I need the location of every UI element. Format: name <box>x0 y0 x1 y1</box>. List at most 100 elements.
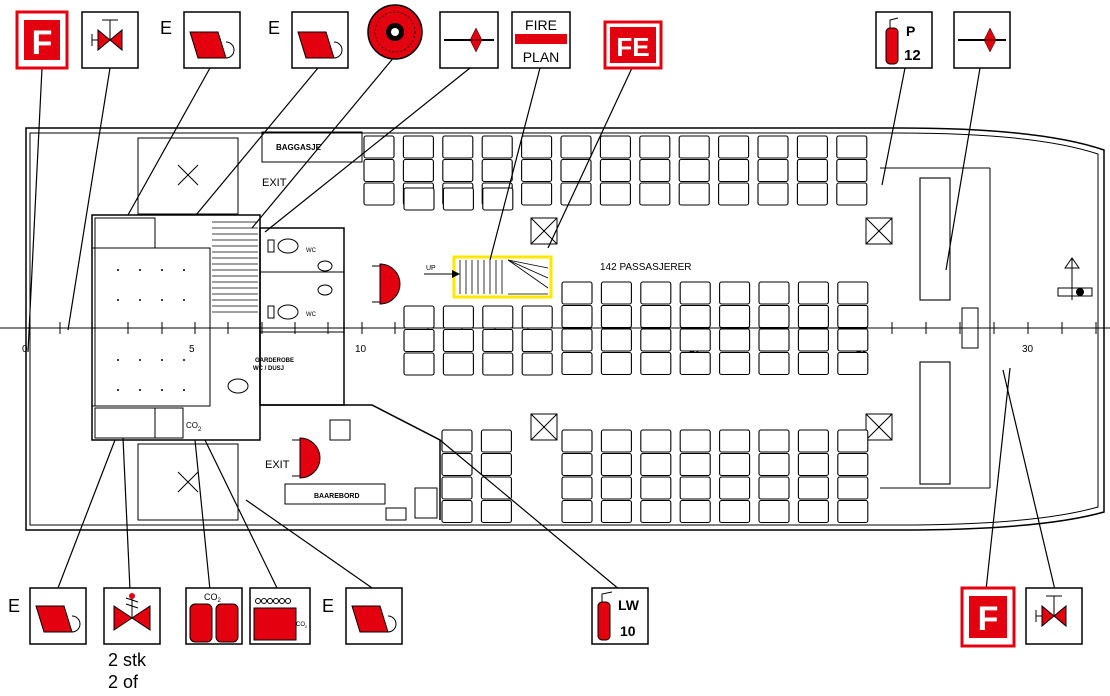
passenger-seat <box>796 135 828 159</box>
passenger-seat <box>442 352 474 376</box>
emergency-exit-symbol-2 <box>291 11 349 69</box>
passenger-seat <box>442 328 474 353</box>
stair-up: UP <box>424 255 553 299</box>
passenger-seat <box>482 352 514 376</box>
passenger-seat <box>837 328 869 352</box>
anchor-winch-icon <box>1057 257 1093 300</box>
wardrobe-wc-label: WC / DUSJ <box>253 366 284 372</box>
passenger-seat <box>837 476 869 500</box>
passenger-seat <box>837 304 869 329</box>
passenger-seat <box>640 328 672 352</box>
passenger-seat <box>718 158 750 183</box>
passenger-seat <box>561 499 593 524</box>
valve-symbol-bottom <box>1025 587 1083 645</box>
co2-room-label: CO2 <box>186 421 202 433</box>
wc-block: WC WC GARDEROBE WC / DUSJ <box>227 227 345 406</box>
passenger-seat <box>402 135 434 159</box>
passenger-seat <box>679 351 711 376</box>
co2-bank-label: CO2 <box>296 622 308 629</box>
passenger-seat <box>640 476 672 500</box>
passenger-seat <box>599 135 631 159</box>
passenger-seat <box>441 429 473 453</box>
passenger-seat <box>797 351 829 376</box>
passenger-seat <box>480 499 512 524</box>
emergency-letter-4: E <box>322 596 334 616</box>
passenger-seat <box>363 158 395 183</box>
emergency-letter-2: E <box>268 18 280 38</box>
lower-aft-area: EXIT BAAREBORD <box>260 404 441 521</box>
centerline: 0 5 10 15 20 25 30 <box>0 322 1110 355</box>
passenger-seat <box>521 158 553 183</box>
passenger-seat <box>600 452 632 477</box>
fire-hydrant-letter-bottom: F <box>978 600 999 638</box>
passenger-seat <box>521 182 553 206</box>
passenger-seat <box>640 429 672 453</box>
extinguisher-lw-count: 10 <box>620 623 636 639</box>
passenger-seat <box>679 328 711 352</box>
wardrobe-label: GARDEROBE <box>255 358 294 364</box>
wc-label-2: WC <box>306 312 317 318</box>
liferaft-symbols <box>292 263 401 479</box>
exit-label-upper: EXIT <box>262 177 287 189</box>
passenger-seat <box>561 328 593 352</box>
wc-label-1: WC <box>306 248 317 254</box>
emergency-letter-3: E <box>8 596 20 616</box>
passenger-seat <box>521 328 553 353</box>
callout-leaders <box>27 55 1056 591</box>
passenger-seat <box>561 452 593 477</box>
lifebuoy-icon <box>367 4 423 60</box>
exit-label-lower: EXIT <box>265 459 290 471</box>
passenger-seat <box>560 158 592 183</box>
fire-hydrant-symbol-top: F <box>15 10 69 70</box>
relief-valve-symbol <box>103 587 161 645</box>
lw-extinguisher-symbol: LW 10 <box>591 587 649 645</box>
passenger-seat <box>639 182 671 206</box>
passenger-seat <box>600 351 632 376</box>
passenger-seat <box>480 452 512 477</box>
fire-plan-bottom-label: PLAN <box>523 49 560 65</box>
passenger-seat <box>561 281 593 305</box>
passenger-seat <box>679 452 711 477</box>
passenger-seat <box>679 429 711 453</box>
passenger-seat <box>521 352 553 376</box>
passenger-seat <box>757 158 789 183</box>
passenger-seat <box>442 135 474 159</box>
passenger-seat <box>719 499 751 524</box>
co2-bottle-label: CO2 <box>204 592 222 604</box>
engine-casing: CO2 <box>91 137 261 521</box>
passenger-seat <box>480 429 512 453</box>
bow-seats <box>919 177 979 485</box>
baggage-area: BAGGASJE EXIT <box>261 131 363 189</box>
powder-extinguisher-symbol: P 12 <box>875 11 933 69</box>
passenger-seat <box>599 182 631 206</box>
passenger-seat <box>600 328 632 352</box>
escape-hatches <box>530 217 893 441</box>
passenger-seat <box>758 499 790 524</box>
passenger-seat <box>561 429 593 453</box>
passenger-seat <box>403 328 435 353</box>
passenger-seat <box>796 158 828 183</box>
passenger-seat <box>600 429 632 453</box>
passenger-seat <box>560 182 592 206</box>
emergency-exit-symbol-4 <box>345 587 403 645</box>
passenger-seat <box>719 429 751 453</box>
passenger-seat <box>441 499 473 524</box>
passenger-seat <box>797 452 829 477</box>
passenger-seat <box>837 351 869 376</box>
passenger-seat <box>402 158 434 183</box>
passenger-seat <box>836 158 868 183</box>
passenger-seat <box>719 281 751 305</box>
passenger-seat <box>719 452 751 477</box>
passenger-seat <box>640 452 672 477</box>
passenger-seat <box>758 351 790 376</box>
passenger-seat <box>796 182 828 206</box>
passenger-seat <box>837 452 869 477</box>
passenger-seat <box>758 304 790 329</box>
passenger-seat <box>600 476 632 500</box>
passenger-seat <box>719 328 751 352</box>
frame-label-30: 30 <box>1022 344 1034 355</box>
co2-bottles-symbol: CO2 <box>185 587 243 645</box>
fire-hydrant-symbol-bottom: F <box>960 586 1016 648</box>
passenger-count: 142 PASSASJERER <box>600 262 692 273</box>
passenger-seat <box>837 281 869 305</box>
